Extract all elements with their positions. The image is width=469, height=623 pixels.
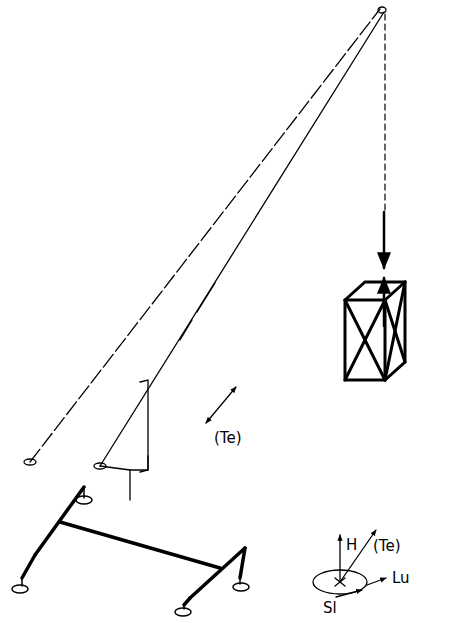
axial-force-arrow: [206, 387, 236, 423]
force-label: (Te): [213, 430, 243, 447]
load-crate: [345, 282, 405, 380]
boom-rear-line: [30, 9, 380, 462]
force-label: (Te): [372, 538, 402, 555]
moment-label: Lu: [391, 570, 411, 587]
hoist-rope: [384, 14, 385, 210]
outrigger-pads: [12, 487, 249, 616]
moment-label: Sl: [322, 600, 338, 617]
force-label: H: [345, 537, 358, 554]
support-bracket: [140, 380, 148, 472]
boom-front-line: [100, 12, 384, 466]
boom-tip-sheave: [378, 7, 386, 13]
base-frame: [22, 487, 245, 605]
force-arrow-down: [383, 212, 386, 268]
